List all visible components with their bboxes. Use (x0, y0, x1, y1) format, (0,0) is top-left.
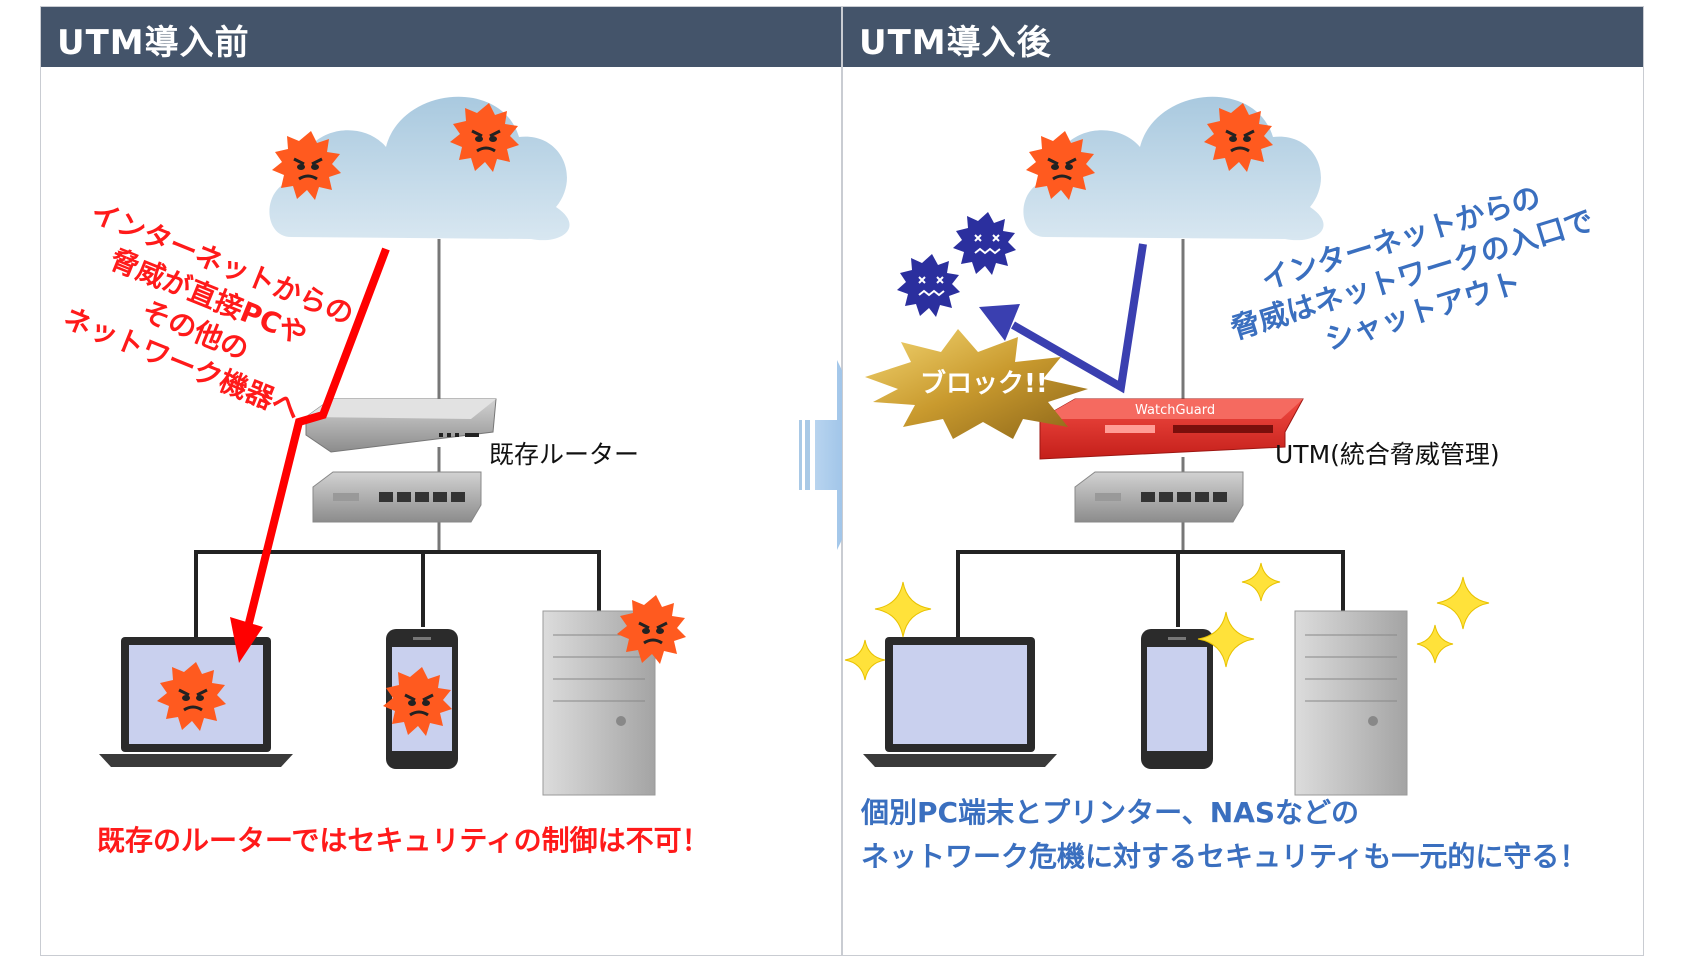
after-caption: 個別PC端末とプリンター、NASなどの ネットワーク危機に対するセキュリティも一… (861, 791, 1587, 879)
before-caption: 既存のルーターではセキュリティの制御は不可！ (97, 824, 710, 857)
laptop-icon (863, 637, 1057, 767)
sparkle-icon (844, 562, 1490, 681)
router-label: 既存ルーター (489, 440, 640, 469)
blocked-virus-icon (897, 254, 960, 317)
utm-device-icon: WatchGuard (1039, 398, 1304, 460)
after-panel-title: UTM導入後 (859, 23, 1052, 63)
svg-text:WatchGuard: WatchGuard (1135, 403, 1215, 418)
lan-lines (956, 550, 1345, 647)
switch-icon (312, 471, 482, 523)
deflect-arrow (979, 243, 1147, 394)
block-burst-icon (865, 329, 1088, 439)
virus-icon (450, 103, 519, 172)
block-label: ブロック!! (920, 369, 1048, 399)
virus-icon (1026, 131, 1095, 200)
caption-line: 個別PC端末とプリンター、NASなどの (861, 796, 1360, 829)
router-icon (305, 398, 497, 453)
virus-icon (1204, 103, 1273, 172)
caption-line: ネットワーク危機に対するセキュリティも一元的に守る！ (861, 840, 1588, 873)
after-panel: UTM導入後 (842, 6, 1644, 956)
virus-icon (157, 662, 226, 731)
virus-icon (617, 595, 686, 664)
before-panel: UTM導入前 (40, 6, 842, 956)
utm-label: UTM(統合脅威管理) (1275, 440, 1500, 469)
blocked-virus-icon (953, 212, 1016, 275)
server-tower-icon (1294, 610, 1408, 796)
after-diagram: WatchGuard (844, 96, 1490, 796)
before-panel-title: UTM導入前 (57, 23, 250, 63)
threat-arrow (230, 247, 390, 663)
before-diagram (99, 96, 686, 796)
virus-icon (383, 667, 452, 736)
before-panel-header: UTM導入前 (41, 7, 841, 67)
lan-lines (194, 550, 601, 647)
after-panel-header: UTM導入後 (843, 7, 1643, 67)
virus-icon (272, 131, 341, 200)
smartphone-icon (1141, 629, 1213, 769)
switch-icon (1074, 471, 1244, 523)
